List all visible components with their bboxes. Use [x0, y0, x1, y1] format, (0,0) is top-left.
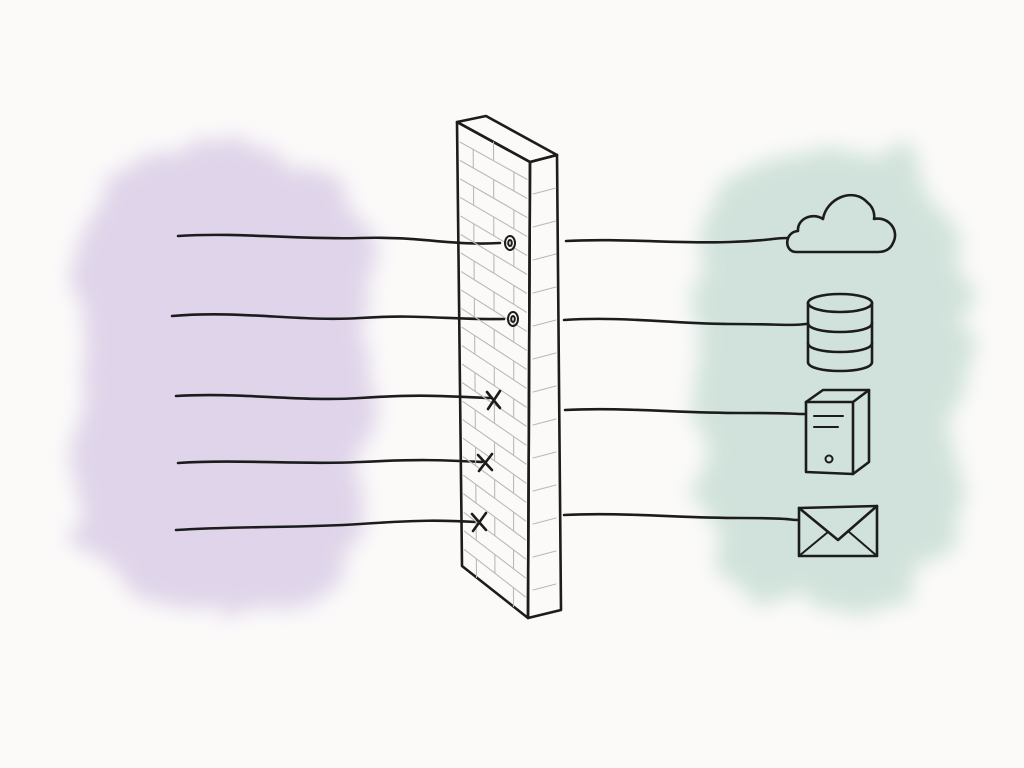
firewall-wall [455, 114, 563, 620]
brick-course [532, 220, 557, 228]
brick-course [532, 385, 557, 393]
outbound-link-line [563, 407, 807, 416]
untrusted-zone [75, 150, 365, 610]
brick-course [532, 352, 557, 360]
blocked-x-icon [476, 452, 494, 473]
brick-course [532, 418, 557, 426]
outbound-link-line [562, 317, 808, 327]
brick-course [532, 286, 557, 294]
incoming-connection-line [174, 519, 478, 532]
brick-course [532, 319, 557, 327]
database-icon [806, 292, 874, 373]
cloud-icon [785, 193, 897, 254]
firewall-top [455, 114, 559, 164]
brick-course [532, 550, 557, 558]
server-icon [804, 388, 871, 476]
brick-course [532, 451, 557, 459]
blocked-x-icon [470, 511, 488, 533]
port-hole-icon [504, 235, 516, 251]
brick-course [532, 484, 557, 492]
incoming-connection-line [174, 393, 492, 401]
incoming-connection-line [170, 312, 506, 321]
port-hole-icon [507, 311, 519, 327]
brick-course [532, 187, 557, 195]
outbound-link-line [564, 236, 789, 244]
brick-course [532, 253, 557, 261]
incoming-connections [170, 233, 506, 532]
outbound-links [562, 236, 808, 522]
trusted-zone [700, 150, 960, 610]
mail-icon [797, 504, 879, 558]
brick-course [532, 517, 557, 525]
incoming-connection-line [176, 458, 484, 465]
incoming-connection-line [176, 233, 502, 245]
blocked-x-icon [485, 389, 502, 411]
brick-course [532, 583, 557, 591]
outbound-link-line [562, 512, 800, 522]
firewall-bricks [459, 141, 557, 608]
